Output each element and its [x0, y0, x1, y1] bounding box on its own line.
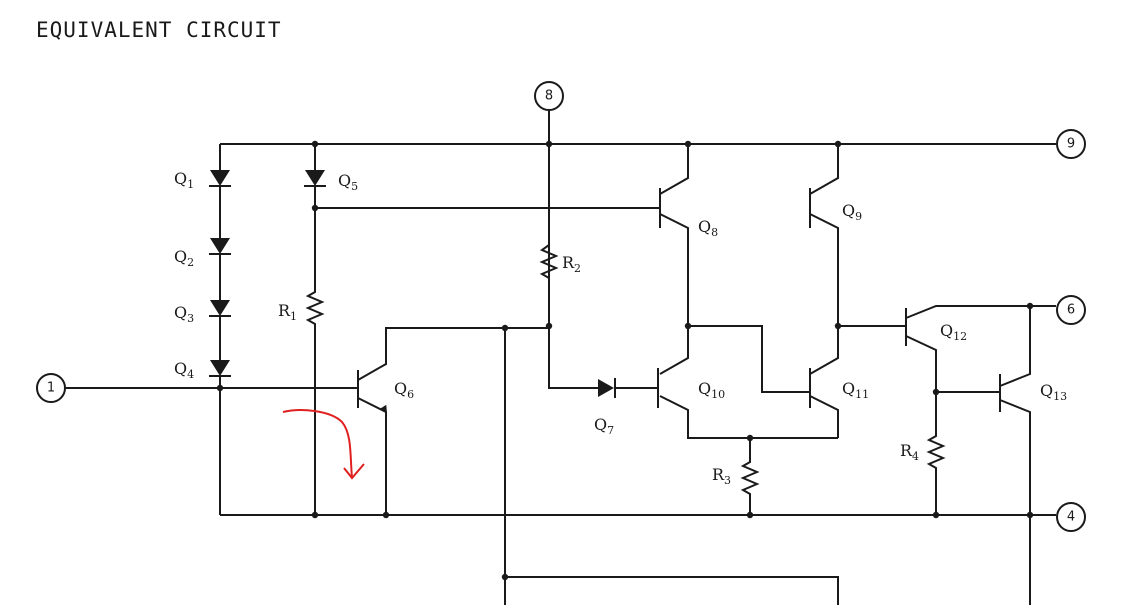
- label-q3: Q3: [174, 303, 194, 325]
- diode-stack: [209, 144, 231, 515]
- transistor-q13: [999, 306, 1031, 515]
- junction-dots: [216, 140, 1034, 581]
- resistor-r1: [305, 208, 325, 515]
- pin-6: 6: [1056, 295, 1086, 325]
- label-q10: Q10: [698, 379, 725, 401]
- pin-4: 4: [1056, 502, 1086, 532]
- resistor-r3: [740, 438, 760, 515]
- label-q8: Q8: [698, 217, 718, 239]
- label-q9: Q9: [842, 201, 862, 223]
- resistor-r4: [926, 392, 946, 515]
- label-q5: Q5: [338, 171, 358, 193]
- pin-8: 8: [534, 81, 564, 111]
- q7-diode: [598, 378, 658, 398]
- label-q1: Q1: [174, 169, 194, 191]
- lower-bus: [505, 576, 839, 605]
- transistor-q8: [659, 144, 689, 326]
- label-q11: Q11: [842, 379, 869, 401]
- diagram-title: EQUIVALENT CIRCUIT: [36, 18, 282, 42]
- label-q13: Q13: [1040, 381, 1067, 403]
- label-r2: R2: [562, 253, 581, 275]
- svg-text:4: 4: [1067, 510, 1075, 525]
- transistor-q9: [809, 144, 839, 326]
- transistor-q11: [688, 325, 839, 438]
- label-q2: Q2: [174, 247, 194, 269]
- transistor-q6: [357, 327, 549, 515]
- label-q6: Q6: [394, 379, 414, 401]
- label-r3: R3: [712, 465, 731, 487]
- pin-9: 9: [1056, 129, 1086, 159]
- transistor-q12: [838, 305, 1056, 393]
- q5-diode: [304, 144, 660, 209]
- svg-text:8: 8: [545, 89, 553, 104]
- label-q7: Q7: [594, 415, 614, 437]
- label-q12: Q12: [940, 321, 967, 343]
- label-q4: Q4: [174, 359, 194, 381]
- red-annotation-arrow: [282, 409, 365, 480]
- resistor-r2: [539, 244, 559, 279]
- svg-text:6: 6: [1067, 303, 1075, 318]
- svg-text:9: 9: [1067, 137, 1075, 152]
- pin-1: 1: [36, 373, 66, 403]
- label-r1: R1: [278, 301, 297, 323]
- svg-text:1: 1: [47, 381, 55, 396]
- transistor-q10: [657, 326, 838, 439]
- label-r4: R4: [900, 441, 919, 463]
